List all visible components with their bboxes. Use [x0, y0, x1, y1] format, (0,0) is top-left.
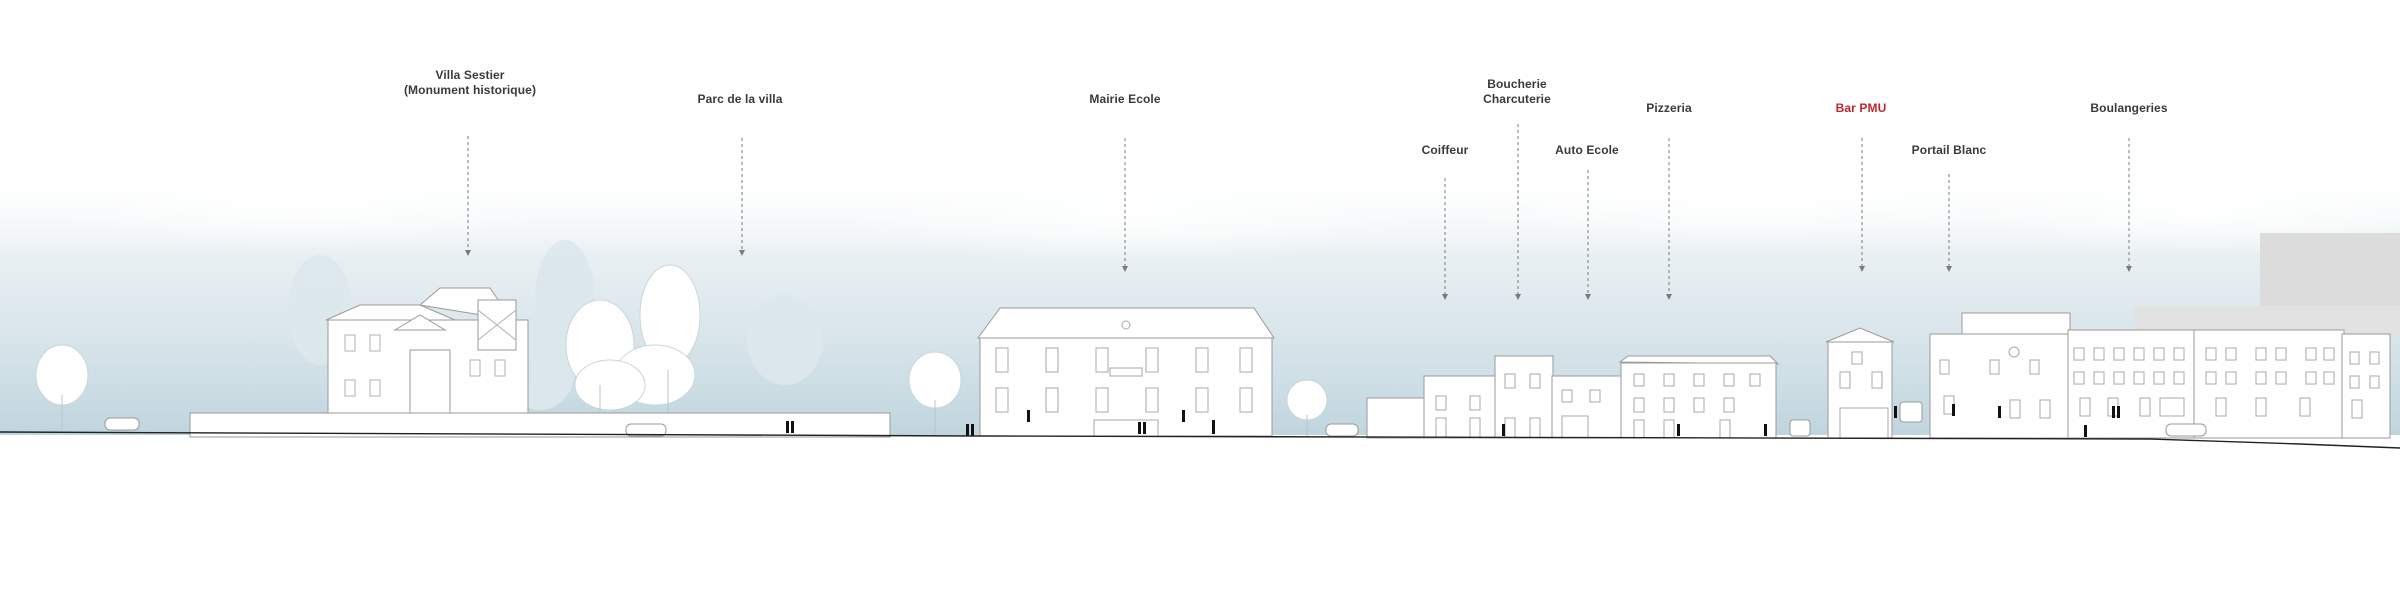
label-line: Bar PMU	[1835, 101, 1887, 115]
label-villa-sestier: Villa Sestier (Monument historique)	[404, 68, 536, 98]
label-line: (Monument historique)	[403, 83, 537, 97]
cloud	[40, 160, 560, 250]
mairie-ecole-building	[977, 307, 1275, 437]
cars	[104, 401, 2207, 437]
label-auto-ecole: Auto Ecole	[1555, 143, 1619, 158]
villa-sestier-building	[325, 287, 529, 414]
label-line: Charcuterie	[1483, 92, 1551, 106]
grey-building-block	[2260, 233, 2400, 318]
tree-left	[35, 344, 89, 432]
label-boucherie-charcuterie: Boucherie Charcuterie	[1483, 77, 1551, 107]
people-silhouettes	[786, 404, 2120, 437]
leader-arrowheads	[465, 250, 2132, 300]
bar-pmu-building	[1825, 327, 1895, 439]
label-line: Auto Ecole	[1555, 143, 1619, 157]
label-line: Coiffeur	[1421, 143, 1469, 157]
label-line: Villa Sestier	[435, 68, 505, 82]
label-line: Boulangeries	[2090, 101, 2168, 115]
label-coiffeur: Coiffeur	[1422, 143, 1469, 158]
cloud	[1960, 165, 2400, 255]
label-mairie-ecole: Mairie Ecole	[1089, 92, 1160, 107]
cloud	[830, 165, 1430, 265]
label-pizzeria: Pizzeria	[1646, 101, 1692, 116]
label-line: Pizzeria	[1646, 101, 1692, 115]
label-portail-blanc: Portail Blanc	[1912, 143, 1987, 158]
ground-line	[0, 431, 2400, 449]
label-line: Portail Blanc	[1911, 143, 1987, 157]
tree-mairie	[908, 351, 962, 434]
label-line: Boucherie	[1487, 77, 1547, 91]
label-line: Mairie Ecole	[1089, 92, 1161, 106]
portail-boulangeries-buildings	[1929, 312, 2391, 439]
cloud	[1430, 155, 2070, 245]
tree-center	[1286, 379, 1328, 436]
tree-park-group	[565, 264, 701, 412]
label-boulangeries: Boulangeries	[2090, 101, 2167, 116]
leader-lines	[467, 124, 2130, 296]
label-line: Parc de la villa	[697, 92, 783, 106]
label-bar-pmu: Bar PMU	[1836, 101, 1887, 116]
label-parc-de-la-villa: Parc de la villa	[698, 92, 783, 107]
